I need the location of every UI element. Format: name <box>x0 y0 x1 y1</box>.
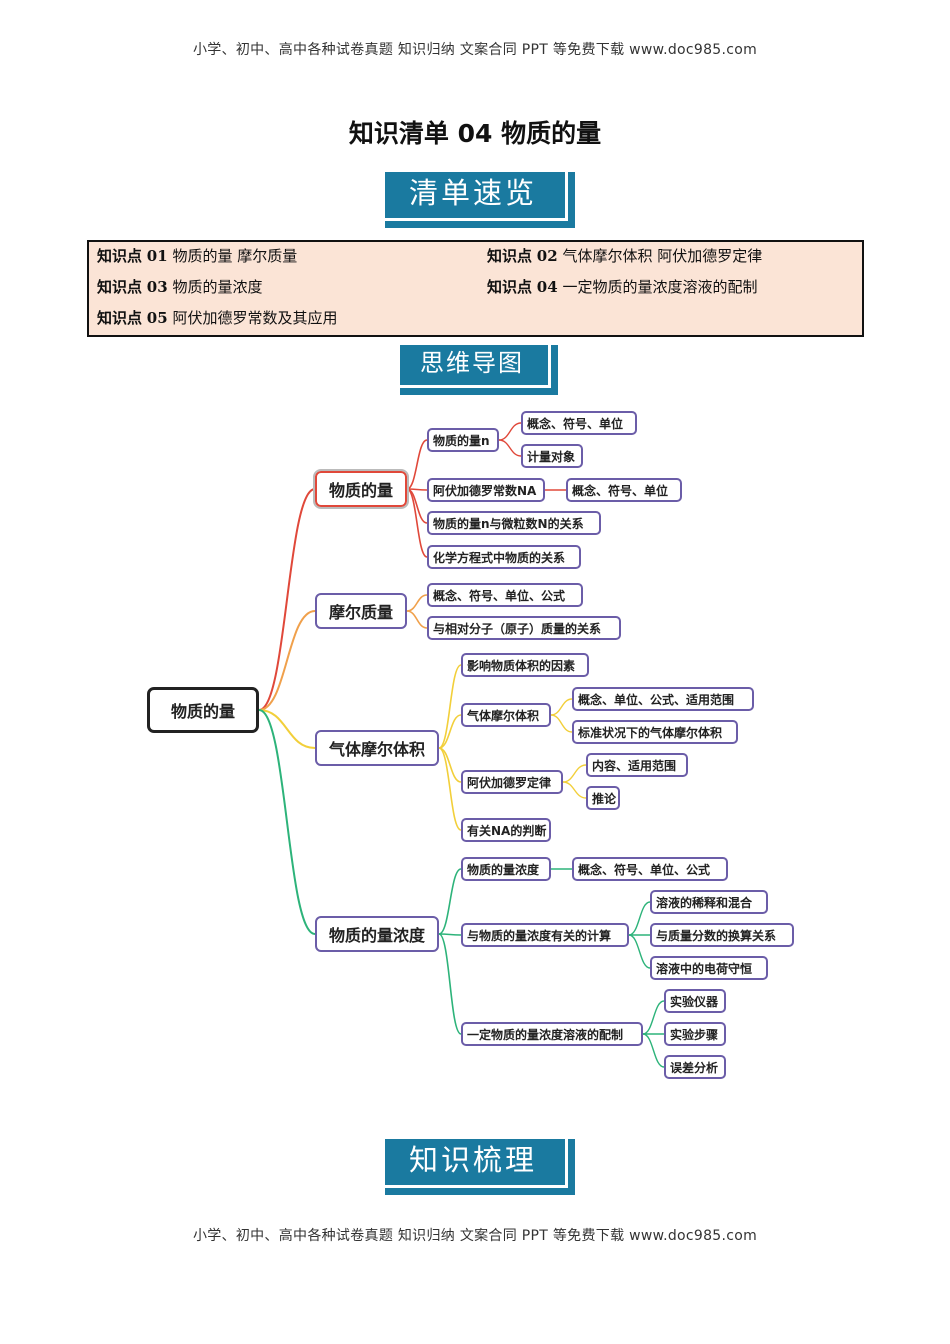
mind-map-subtopic: 溶液中的电荷守恒 <box>650 956 768 980</box>
mind-map-topic: 气体摩尔体积 <box>461 703 551 727</box>
mind-map-topic: 概念、符号、单位、公式 <box>427 583 583 607</box>
connector-line <box>642 1033 665 1068</box>
mind-map-topic: 阿伏加德罗常数NA <box>427 478 545 502</box>
connector-line <box>258 610 316 711</box>
mind-map-branch: 物质的量浓度 <box>315 916 439 952</box>
knowledge-point-item: 知识点 02 气体摩尔体积 阿伏加德罗定律 <box>487 247 763 265</box>
knowledge-point-list: 知识点 01 物质的量 摩尔质量 知识点 02 气体摩尔体积 阿伏加德罗定律 知… <box>87 240 864 337</box>
mind-map-subtopic: 推论 <box>586 786 620 810</box>
mind-map-topic: 与相对分子（原子）质量的关系 <box>427 616 621 640</box>
connector-line <box>562 764 587 783</box>
mind-map-subtopic: 实验步骤 <box>664 1022 726 1046</box>
connector-line <box>258 709 316 935</box>
knowledge-point-item: 知识点 04 一定物质的量浓度溶液的配制 <box>487 278 758 296</box>
connector-line <box>258 709 316 749</box>
page-title: 知识清单 04 物质的量 <box>348 119 602 148</box>
mind-map-root: 物质的量 <box>147 687 259 733</box>
mind-map-subtopic: 概念、单位、公式、适用范围 <box>572 687 754 711</box>
connector-line <box>406 488 428 558</box>
mind-map-subtopic: 溶液的稀释和混合 <box>650 890 768 914</box>
connector-line <box>406 439 428 490</box>
connector-line <box>406 610 428 629</box>
connector-line <box>642 1000 665 1035</box>
connector-line <box>438 747 462 783</box>
mind-map-topic: 一定物质的量浓度溶液的配制 <box>461 1022 643 1046</box>
connector-line <box>438 747 462 831</box>
mind-map-topic: 有关NA的判断 <box>461 818 551 842</box>
mind-map-subtopic: 标准状况下的气体摩尔体积 <box>572 720 738 744</box>
connector-line <box>550 698 573 716</box>
connector-line <box>628 934 651 969</box>
knowledge-point-item: 知识点 05 阿伏加德罗常数及其应用 <box>97 309 338 327</box>
mind-map-branch: 气体摩尔体积 <box>315 730 439 766</box>
mind-map-subtopic: 内容、适用范围 <box>586 753 688 777</box>
mind-map-topic: 阿伏加德罗定律 <box>461 770 563 794</box>
mind-map-topic: 物质的量n <box>427 428 499 452</box>
mind-map-subtopic: 概念、符号、单位 <box>521 411 637 435</box>
page-header: 小学、初中、高中各种试卷真题 知识归纳 文案合同 PPT 等免费下载 www.d… <box>192 42 758 58</box>
mind-map-subtopic: 与质量分数的换算关系 <box>650 923 794 947</box>
connector-line <box>438 933 462 936</box>
mind-map-topic: 物质的量浓度 <box>461 857 551 881</box>
section-banner-review: 知识梳理 <box>378 1132 575 1195</box>
connector-line <box>438 714 462 749</box>
mind-map-subtopic: 计量对象 <box>521 444 583 468</box>
connector-line <box>562 781 587 799</box>
connector-line <box>258 488 316 711</box>
mind-map-subtopic: 误差分析 <box>664 1055 726 1079</box>
mind-map-branch: 摩尔质量 <box>315 593 407 629</box>
connector-line <box>438 933 462 1035</box>
mind-map-branch: 物质的量 <box>313 469 409 509</box>
knowledge-point-item: 知识点 03 物质的量浓度 <box>97 278 263 296</box>
mind-map-topic: 物质的量n与微粒数N的关系 <box>427 511 601 535</box>
mind-map-connectors <box>258 422 665 1068</box>
mind-map-subtopic: 概念、符号、单位、公式 <box>572 857 728 881</box>
section-banner-overview: 清单速览 <box>378 165 575 228</box>
mind-map-topic: 影响物质体积的因素 <box>461 653 589 677</box>
mind-map-topic: 化学方程式中物质的关系 <box>427 545 581 569</box>
connector-line <box>406 594 428 612</box>
connector-line <box>438 664 462 749</box>
connector-line <box>550 714 573 733</box>
mind-map-subtopic: 概念、符号、单位 <box>566 478 682 502</box>
connector-line <box>498 422 522 441</box>
connector-line <box>628 901 651 936</box>
page-footer: 小学、初中、高中各种试卷真题 知识归纳 文案合同 PPT 等免费下载 www.d… <box>192 1228 758 1244</box>
mind-map-topic: 与物质的量浓度有关的计算 <box>461 923 629 947</box>
mind-map-subtopic: 实验仪器 <box>664 989 726 1013</box>
knowledge-point-item: 知识点 01 物质的量 摩尔质量 <box>97 247 298 265</box>
connector-line <box>498 439 522 457</box>
section-banner-mindmap: 思维导图 <box>393 338 558 395</box>
connector-line <box>438 868 462 935</box>
